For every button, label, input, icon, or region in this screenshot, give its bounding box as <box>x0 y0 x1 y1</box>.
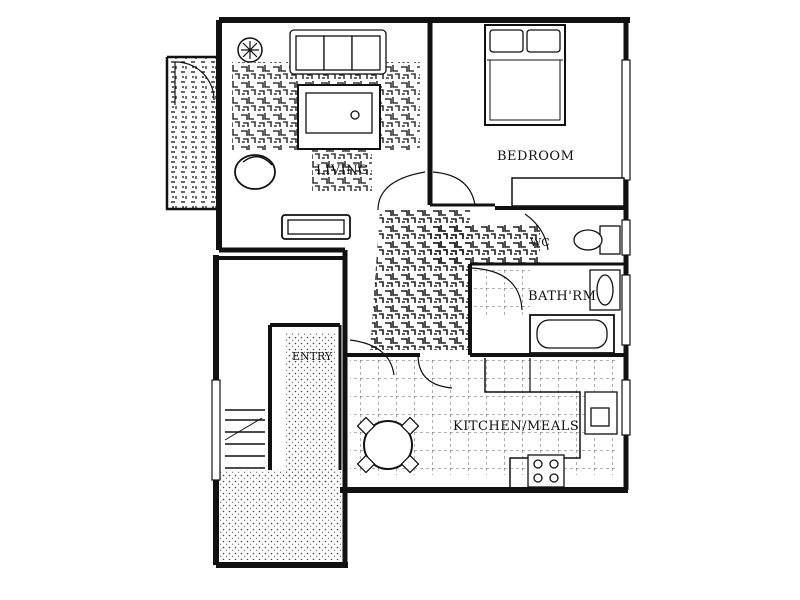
bed-icon <box>484 24 566 126</box>
toilet-icon <box>573 225 621 255</box>
right-windows <box>621 59 631 436</box>
bedroom-furniture <box>484 24 625 207</box>
label-bathroom: BATH'RM <box>528 289 596 304</box>
dining-table-icon <box>356 416 420 474</box>
bathroom-floor <box>474 268 530 318</box>
label-kitchen: KITCHEN/MEALS <box>453 419 579 434</box>
armchair-icon <box>234 154 276 190</box>
stairs <box>224 409 265 469</box>
plant-icon <box>237 37 263 63</box>
label-living: LIVING <box>316 163 369 178</box>
label-entry: ENTRY <box>292 350 333 363</box>
wardrobe-icon <box>511 177 625 207</box>
tv-unit-icon <box>281 214 351 240</box>
basin-icon <box>589 269 621 311</box>
kitchen-fixtures <box>356 358 618 488</box>
label-bedroom: BEDROOM <box>497 149 574 164</box>
kitchen-bench <box>484 358 581 488</box>
sink-icon <box>584 391 618 435</box>
balcony <box>165 55 219 211</box>
sofa-icon <box>289 29 387 75</box>
entry-floor <box>286 333 336 483</box>
bathroom-fixtures <box>529 225 621 354</box>
landing-floor <box>220 470 342 560</box>
bathtub-icon <box>529 314 615 354</box>
label-wc: WC <box>530 236 550 249</box>
coffee-table-icon <box>297 84 381 150</box>
stove-icon <box>527 454 565 488</box>
doors <box>349 171 549 389</box>
stair-windows <box>211 379 221 481</box>
living-furniture <box>234 29 387 240</box>
